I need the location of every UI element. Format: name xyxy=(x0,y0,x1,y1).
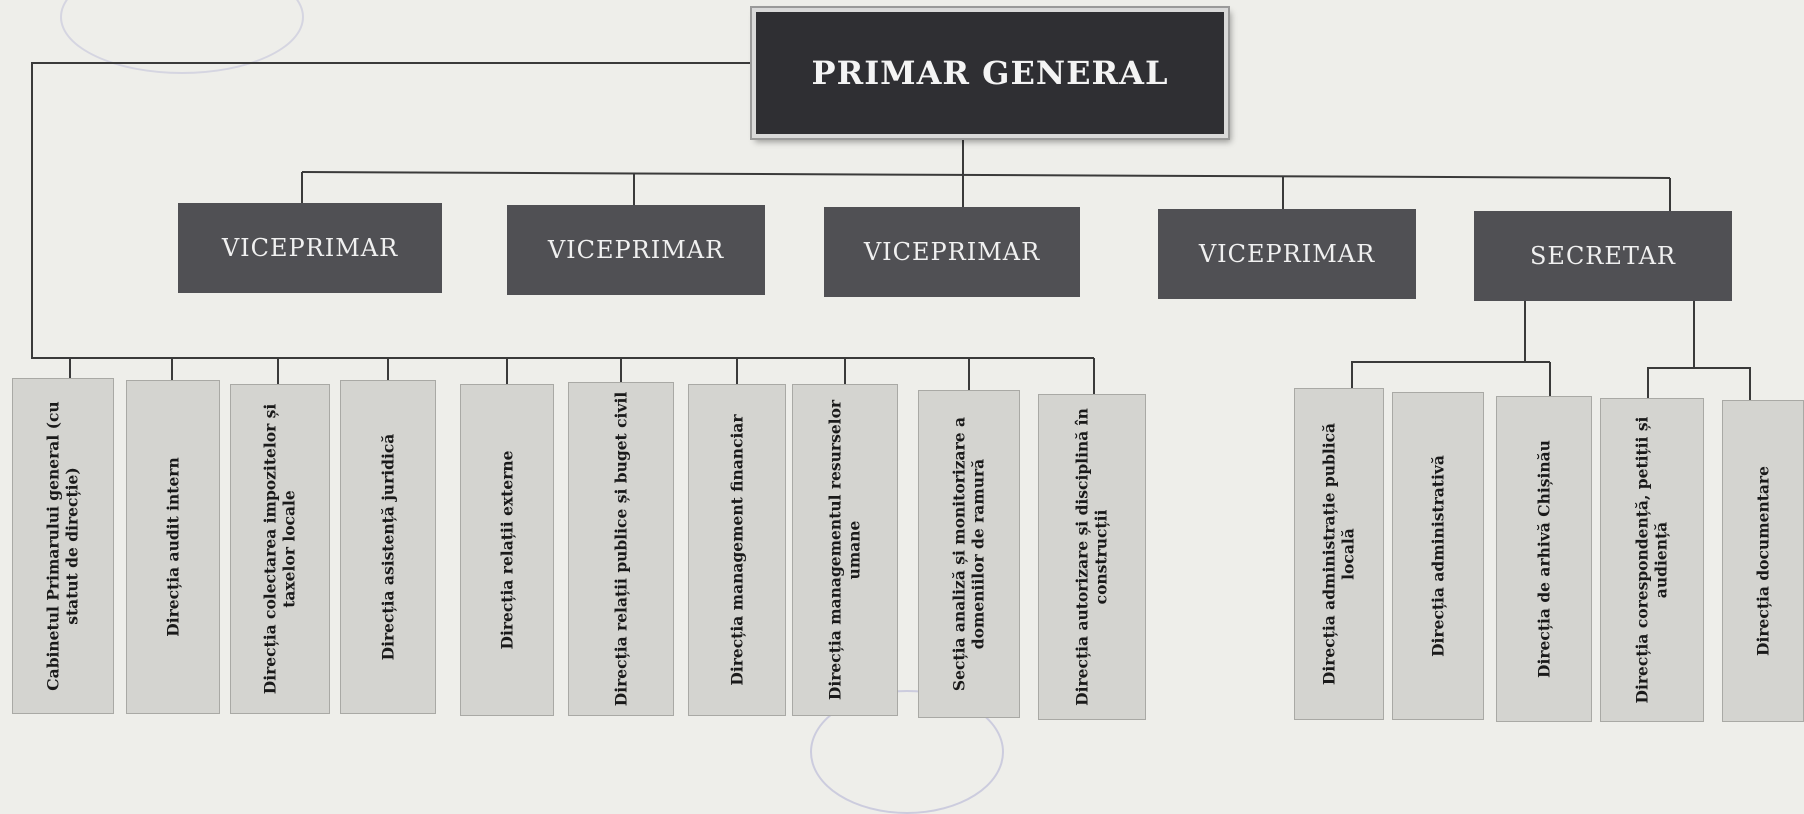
unit-box-relatii-publice: Direcția relații publice și buget civil xyxy=(568,382,674,716)
connector-line xyxy=(31,62,1094,359)
connector-line xyxy=(1647,300,1695,398)
unit-box-management-financiar: Direcția management financiar xyxy=(688,384,786,716)
secretar-label: SECRETAR xyxy=(1529,242,1676,270)
unit-box-documentare: Direcția documentare xyxy=(1722,400,1804,722)
viceprimar-box-2: VICEPRIMAR xyxy=(507,205,765,295)
unit-label: Direcția relații publice și buget civil xyxy=(611,391,631,707)
primar-general-label: PRIMAR GENERAL xyxy=(811,54,1169,92)
viceprimar-label: VICEPRIMAR xyxy=(863,238,1041,266)
unit-box-relatii-externe: Direcția relații externe xyxy=(460,384,554,716)
unit-label: Direcția autorizare și disciplină în con… xyxy=(1072,408,1111,706)
unit-label: Direcția audit intern xyxy=(163,457,183,637)
connector-line xyxy=(301,171,1671,179)
unit-box-colectare: Direcția colectarea impozitelor și taxel… xyxy=(230,384,330,714)
viceprimar-box-4: VICEPRIMAR xyxy=(1158,209,1416,299)
org-chart: PRIMAR GENERAL VICEPRIMAR VICEPRIMAR VIC… xyxy=(12,0,1804,814)
connector-lines xyxy=(31,62,1751,400)
unit-box-administrativa: Direcția administrativă xyxy=(1392,392,1484,720)
unit-label: Direcția de arhivă Chișinău xyxy=(1534,440,1554,678)
unit-box-resurse-umane: Direcția managementul resurselor umane xyxy=(792,384,898,716)
unit-box-audit: Direcția audit intern xyxy=(126,380,220,714)
unit-box-cabinet: Cabinetul Primarului general (cu statut … xyxy=(12,378,114,714)
unit-box-autorizare: Direcția autorizare și disciplină în con… xyxy=(1038,394,1146,720)
unit-label: Cabinetul Primarului general (cu statut … xyxy=(43,401,82,691)
unit-label: Direcția documentare xyxy=(1753,466,1773,656)
unit-box-corespondenta: Direcția corespondență, petiții și audie… xyxy=(1600,398,1704,722)
unit-box-juridica: Direcția asistență juridică xyxy=(340,380,436,714)
viceprimar-box-1: VICEPRIMAR xyxy=(178,203,442,293)
primar-general-box: PRIMAR GENERAL xyxy=(752,8,1228,138)
unit-label: Direcția corespondență, petiții și audie… xyxy=(1632,416,1671,704)
viceprimar-label: VICEPRIMAR xyxy=(221,234,399,262)
unit-box-arhiva: Direcția de arhivă Chișinău xyxy=(1496,396,1592,722)
unit-label: Direcția management financiar xyxy=(727,414,747,686)
viceprimar-box-3: VICEPRIMAR xyxy=(824,207,1080,297)
viceprimar-label: VICEPRIMAR xyxy=(547,236,725,264)
viceprimar-label: VICEPRIMAR xyxy=(1198,240,1376,268)
unit-label: Direcția managementul resurselor umane xyxy=(825,399,864,701)
unit-box-administratie-publica: Direcția administrație publică locală xyxy=(1294,388,1384,720)
unit-label: Direcția relații externe xyxy=(497,450,517,650)
connector-line xyxy=(1694,367,1751,400)
unit-label: Direcția administrativă xyxy=(1428,455,1448,657)
unit-label: Direcția asistență juridică xyxy=(378,433,398,661)
secretar-box: SECRETAR xyxy=(1474,211,1732,301)
unit-box-analiza: Secția analiză și monitorizare a domenii… xyxy=(918,390,1020,718)
unit-label: Direcția administrație publică locală xyxy=(1319,422,1358,686)
unit-label: Secția analiză și monitorizare a domenii… xyxy=(949,416,988,692)
connector-line xyxy=(1351,300,1526,388)
unit-label: Direcția colectarea impozitelor și taxel… xyxy=(260,403,299,695)
